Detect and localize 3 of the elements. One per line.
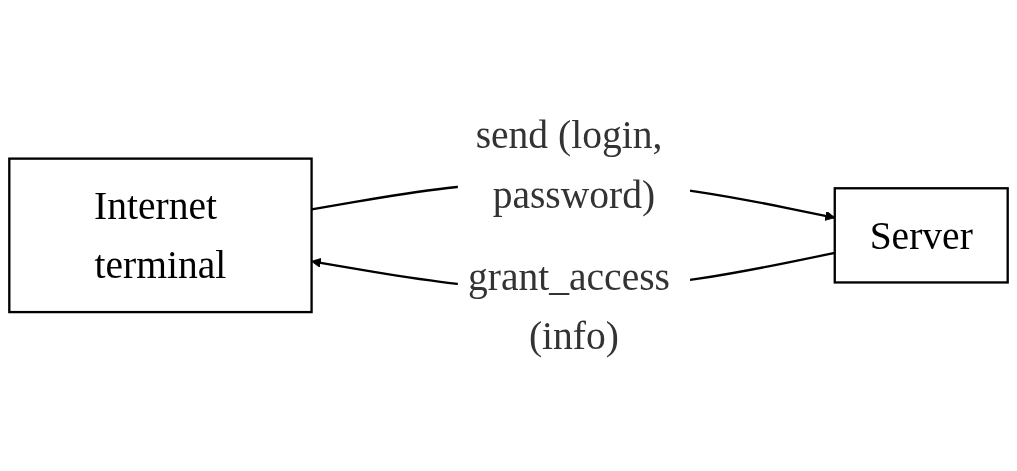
flow-diagram: send (login, password) grant_access (info) Internet terminal Server [0,96,1017,375]
node-box [8,157,313,314]
node-box [833,187,1009,284]
